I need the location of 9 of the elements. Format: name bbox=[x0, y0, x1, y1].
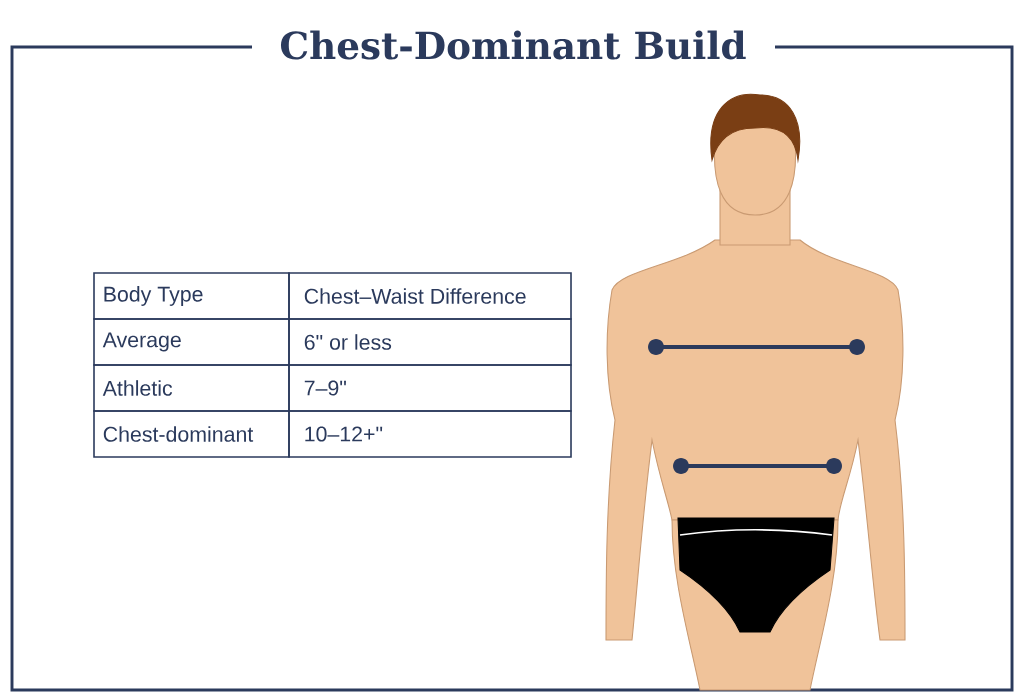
table-cell: 7–9" bbox=[288, 364, 572, 412]
table-cell: 10–12+" bbox=[288, 410, 572, 458]
title: Chest-Dominant Build bbox=[280, 30, 746, 60]
table-cell: Average bbox=[93, 318, 290, 366]
table-cell: Chest-dominant bbox=[93, 410, 290, 458]
table-cell: Body Type bbox=[93, 272, 290, 320]
table-cell: 6" or less bbox=[288, 318, 572, 366]
table-cell: Athletic bbox=[93, 364, 290, 412]
table-cell: Chest–Waist Difference bbox=[288, 272, 572, 320]
